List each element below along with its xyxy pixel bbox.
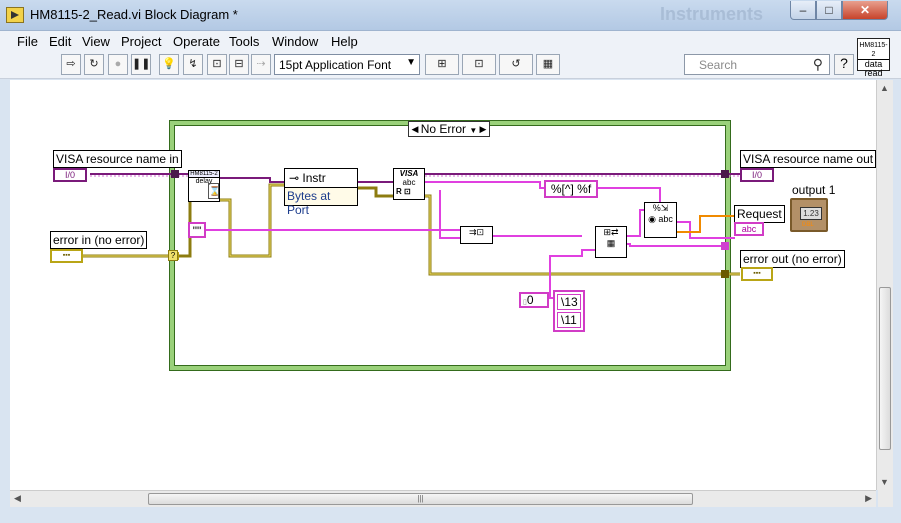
delay-subvi-label: delay (195, 178, 213, 185)
selector-dropdown-icon[interactable]: ▼ (469, 126, 478, 135)
error-in-label: error in (no error) (50, 231, 148, 249)
read-icon: R ⊡ (396, 187, 411, 196)
vi-icon-line1: data (864, 59, 883, 69)
visa-resource-name-in-label: VISA resource name in (53, 150, 182, 168)
property-node[interactable]: ⊸ Instr Bytes at Port (284, 168, 358, 217)
format-string-constant[interactable]: %[^] %f (544, 180, 598, 198)
block-diagram-canvas[interactable] (10, 80, 876, 490)
window-title: HM8115-2_Read.vi Block Diagram * (30, 7, 238, 22)
search-input[interactable]: Search ⚲ (684, 54, 830, 75)
array-index-icon: ▯ (523, 299, 527, 306)
visa-resource-name-out-label: VISA resource name out (740, 150, 877, 168)
align-objects-icon[interactable]: ⊞ (425, 54, 459, 75)
visa-read-title: VISA (399, 169, 419, 178)
search-replace-node[interactable]: ⊞⇄▦ (595, 226, 627, 258)
hourglass-icon: ⌛ (208, 183, 220, 199)
step-over-icon[interactable]: ⊟ (229, 54, 249, 75)
string-subset-node[interactable]: ⇉⊡ (460, 226, 493, 244)
output1-terminal[interactable]: 1.23 DBL (790, 198, 828, 232)
step-into-icon[interactable]: ⊡ (207, 54, 227, 75)
minimize-button[interactable]: – (790, 1, 816, 20)
clean-up-diagram-icon[interactable]: ▦ (536, 54, 560, 75)
status-bar (0, 507, 901, 523)
scroll-left-icon[interactable]: ◀ (14, 493, 21, 503)
menu-bar: File Edit View Project Operate Tools Win… (0, 31, 901, 52)
scroll-right-icon[interactable]: ▶ (865, 493, 872, 503)
delay-subvi-header: HM8115-2 (189, 171, 219, 178)
menu-file[interactable]: File (17, 34, 38, 49)
case-selector-terminal[interactable]: ? (168, 250, 178, 261)
scroll-up-icon[interactable]: ▲ (880, 83, 889, 93)
menu-edit[interactable]: Edit (49, 34, 72, 49)
request-label: Request (734, 205, 785, 223)
vi-icon-header: HM8115-2 (858, 41, 889, 60)
output1-type: DBL (802, 222, 814, 228)
case-selector-label: No Error (420, 122, 467, 136)
key-icon: ⊸ (289, 171, 303, 185)
string-array-constant[interactable]: \13 \11 (553, 290, 585, 332)
vi-icon[interactable]: HM8115-2 data read (857, 38, 890, 78)
vertical-scroll-thumb[interactable] (879, 287, 891, 450)
zero-value: 0 (526, 293, 534, 307)
menu-help[interactable]: Help (331, 34, 358, 49)
property-bytes-at-port: Bytes at Port (287, 189, 331, 217)
menu-view[interactable]: View (82, 34, 110, 49)
horizontal-scrollbar[interactable]: ◀ ||| ▶ (10, 490, 876, 507)
distribute-objects-icon[interactable]: ⊡ (462, 54, 496, 75)
error-out-label: error out (no error) (740, 250, 845, 268)
window-left-border (0, 80, 10, 507)
retain-wire-values-icon[interactable]: ↯ (183, 54, 203, 75)
selector-prev-icon[interactable]: ◀ (411, 124, 419, 134)
property-node-class: Instr (302, 171, 326, 185)
vertical-scrollbar[interactable]: ▲ ▼ (876, 80, 893, 490)
output1-value: 1.23 (800, 207, 822, 220)
output1-label: output 1 (792, 183, 836, 197)
title-bar: HM8115-2_Read.vi Block Diagram * Instrum… (0, 0, 901, 31)
toolbar: ⇨ ↻ ● ❚❚ 💡 ↯ ⊡ ⊟ ⇢ 15pt Application Font… (0, 52, 901, 79)
scan-from-string-node[interactable]: %⇲◉ abc (644, 202, 677, 238)
case-selector[interactable]: ◀ No Error ▼ ▶ (408, 121, 490, 137)
background-window-title: Instruments (660, 4, 764, 24)
visa-read-sub: abc (402, 178, 416, 187)
delay-subvi-node[interactable]: HM8115-2 delay ⌛ (188, 170, 220, 202)
visa-out-terminal[interactable]: I/0 (740, 168, 774, 182)
search-icon: ⚲ (812, 56, 823, 72)
abort-icon[interactable]: ● (108, 54, 128, 75)
resize-grip[interactable] (878, 490, 893, 507)
menu-operate[interactable]: Operate (173, 34, 220, 49)
search-placeholder: Search (699, 58, 738, 72)
scroll-down-icon[interactable]: ▼ (880, 477, 889, 487)
maximize-button[interactable]: □ (816, 1, 842, 20)
request-indicator-terminal[interactable]: abc (734, 222, 764, 236)
step-out-icon[interactable]: ⇢ (251, 54, 271, 75)
visa-read-node[interactable]: VISA abc R ⊡ (393, 168, 425, 200)
context-help-button[interactable]: ? (834, 54, 854, 75)
empty-string-constant[interactable]: "" (188, 222, 206, 238)
reorder-icon[interactable]: ↺ (499, 54, 533, 75)
menu-window[interactable]: Window (272, 34, 319, 49)
pause-icon[interactable]: ❚❚ (131, 54, 151, 75)
case-structure[interactable] (169, 120, 731, 371)
visa-in-terminal[interactable]: I/0 (53, 168, 87, 182)
labview-app-icon (6, 7, 24, 23)
vi-icon-line2: read (864, 68, 883, 78)
run-continuously-icon[interactable]: ↻ (84, 54, 104, 75)
array-element-11: \11 (557, 312, 581, 328)
font-select[interactable]: 15pt Application Font ▼ (274, 54, 420, 75)
font-select-value: 15pt Application Font (279, 58, 392, 72)
error-out-terminal[interactable]: ▪▪▪ (741, 267, 773, 281)
chevron-down-icon: ▼ (406, 57, 416, 68)
horizontal-scroll-thumb[interactable]: ||| (148, 493, 693, 505)
array-element-13: \13 (557, 294, 581, 310)
highlight-execution-icon[interactable]: 💡 (159, 54, 179, 75)
selector-next-icon[interactable]: ▶ (479, 124, 487, 134)
numeric-zero-constant[interactable]: ▯0 (519, 292, 549, 308)
close-button[interactable]: ✕ (842, 1, 888, 20)
menu-project[interactable]: Project (121, 34, 162, 49)
run-arrow-icon[interactable]: ⇨ (61, 54, 81, 75)
error-in-terminal[interactable]: ▪▪▪ (50, 249, 83, 263)
menu-tools[interactable]: Tools (229, 34, 260, 49)
